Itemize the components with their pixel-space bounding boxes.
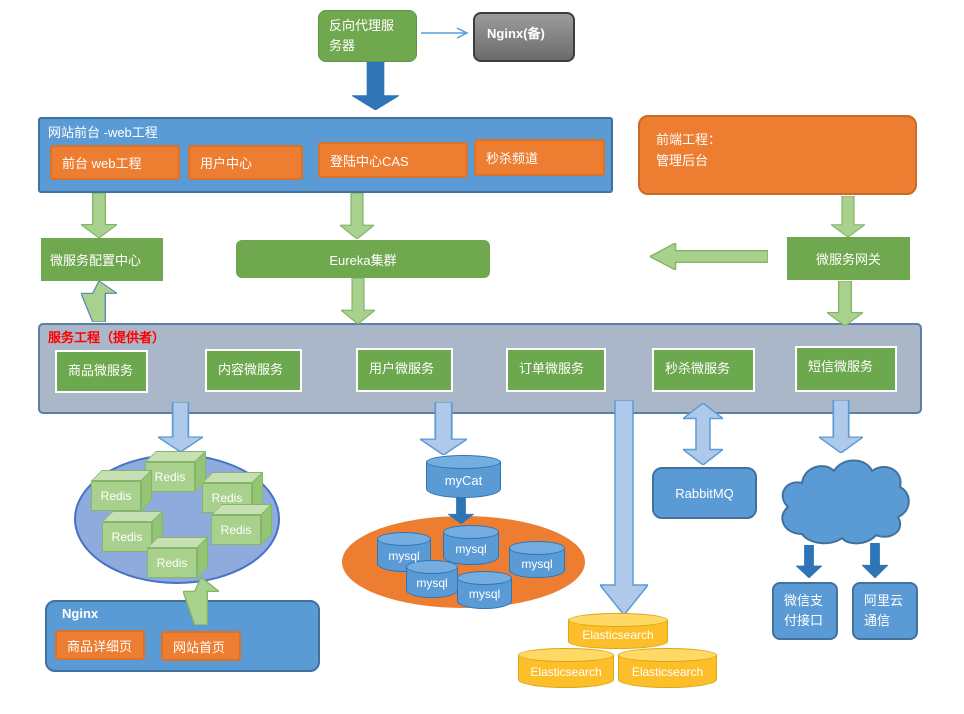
mycat-to-mysql-arrow bbox=[448, 497, 474, 524]
cylinder-cap bbox=[618, 648, 717, 662]
page-goods-detail: 商品详细页 bbox=[55, 630, 145, 660]
wechat-pay-box: 微信支付接口 bbox=[772, 582, 838, 640]
module-seckill-channel: 秒杀频道 bbox=[474, 139, 605, 176]
mycat-label: myCat bbox=[444, 473, 483, 489]
gateway-to-services-arrow bbox=[827, 281, 863, 326]
cylinder-cap bbox=[443, 525, 499, 539]
services-to-cloud-arrow bbox=[819, 400, 863, 453]
admin-frontend-box: 前端工程： 管理后台 bbox=[638, 115, 917, 195]
web-to-config-arrow bbox=[81, 193, 117, 238]
gateway-box: 微服务网关 bbox=[787, 237, 910, 280]
service-sms: 短信微服务 bbox=[795, 346, 897, 392]
redis-node-label: Redis bbox=[91, 481, 141, 511]
admin-frontend-line1: 前端工程： bbox=[656, 132, 722, 147]
web-frontend-title: 网站前台 -web工程 bbox=[48, 125, 158, 140]
gateway-to-eureka-arrow bbox=[650, 243, 768, 270]
redis-node-label: Redis bbox=[211, 515, 261, 545]
elasticsearch-label: Elasticsearch bbox=[530, 664, 602, 679]
mysql-cylinder: mysql bbox=[443, 525, 499, 565]
redis-node-label: Redis bbox=[147, 548, 197, 578]
web-to-eureka-arrow bbox=[340, 193, 374, 239]
redis-node-cube: Redis bbox=[144, 451, 206, 493]
mysql-cylinder: mysql bbox=[457, 571, 512, 609]
cylinder-cap bbox=[568, 613, 668, 627]
eureka-cluster-box: Eureka集群 bbox=[236, 240, 490, 278]
cylinder-cap bbox=[457, 571, 512, 585]
mysql-label: mysql bbox=[468, 586, 501, 601]
mycat-cylinder: myCat bbox=[426, 455, 501, 498]
service-goods: 商品微服务 bbox=[55, 350, 148, 393]
cloud-to-wechat-arrow bbox=[796, 545, 822, 578]
cylinder-cap bbox=[518, 648, 614, 662]
proxy-to-web-arrow bbox=[352, 62, 399, 110]
redis-node-label: Redis bbox=[102, 522, 152, 552]
service-user: 用户微服务 bbox=[356, 348, 453, 392]
mysql-cylinder: mysql bbox=[406, 560, 458, 598]
provider-services-panel bbox=[38, 323, 922, 414]
mysql-label: mysql bbox=[455, 541, 487, 556]
service-seckill: 秒杀微服务 bbox=[652, 348, 755, 392]
mysql-cylinder: mysql bbox=[377, 532, 431, 572]
services-to-config-arrow bbox=[81, 281, 117, 322]
redis-node-cube: Redis bbox=[90, 470, 152, 512]
reverse-proxy-box: 反向代理服务器 bbox=[318, 10, 417, 62]
admin-to-gateway-arrow bbox=[831, 196, 865, 237]
elasticsearch-label: Elasticsearch bbox=[631, 664, 704, 679]
nginx-static-title: Nginx bbox=[62, 606, 99, 621]
aliyun-sms-box: 阿里云通信 bbox=[852, 582, 918, 640]
services-to-elasticsearch-arrow bbox=[600, 400, 648, 615]
provider-services-title: 服务工程（提供者） bbox=[48, 330, 166, 345]
module-user-center: 用户中心 bbox=[188, 145, 303, 180]
eureka-cluster-label: Eureka集群 bbox=[329, 252, 397, 268]
redis-node-cube: Redis bbox=[101, 511, 163, 553]
mysql-cylinder: mysql bbox=[509, 541, 565, 578]
mysql-label: mysql bbox=[416, 575, 448, 590]
page-site-home: 网站首页 bbox=[161, 631, 241, 661]
eureka-to-services-arrow bbox=[341, 278, 375, 324]
rabbitmq-label: RabbitMQ bbox=[675, 485, 734, 501]
nginx-to-redis-arrow bbox=[183, 577, 219, 625]
gateway-label: 微服务网关 bbox=[815, 252, 881, 267]
config-center-label: 微服务配置中心 bbox=[50, 253, 142, 268]
elasticsearch-cylinder: Elasticsearch bbox=[568, 613, 668, 649]
cylinder-cap bbox=[509, 541, 565, 555]
cylinder-cap bbox=[426, 455, 501, 469]
config-center-box: 微服务配置中心 bbox=[41, 238, 163, 281]
mysql-label: mysql bbox=[388, 548, 420, 563]
elasticsearch-label: Elasticsearch bbox=[582, 628, 654, 643]
cylinder-cap bbox=[377, 532, 431, 546]
cloud-to-aliyun-arrow bbox=[862, 543, 888, 578]
elasticsearch-cylinder: Elasticsearch bbox=[618, 648, 717, 688]
rabbitmq-box: RabbitMQ bbox=[652, 467, 757, 519]
redis-node-cube: Redis bbox=[146, 537, 208, 579]
module-cas-login: 登陆中心CAS bbox=[318, 142, 468, 178]
cloud-icon bbox=[781, 459, 910, 545]
services-to-redis-arrow bbox=[158, 402, 203, 452]
elasticsearch-cylinder: Elasticsearch bbox=[518, 648, 614, 688]
redis-node-label: Redis bbox=[145, 462, 195, 492]
module-frontend-web: 前台 web工程 bbox=[50, 145, 180, 180]
admin-frontend-line2: 管理后台 bbox=[656, 152, 709, 168]
service-order: 订单微服务 bbox=[506, 348, 606, 392]
nginx-backup-box: Nginx(备) bbox=[473, 12, 575, 62]
services-rabbitmq-double-arrow bbox=[683, 403, 723, 465]
mysql-label: mysql bbox=[521, 556, 553, 571]
proxy-to-backup-arrow bbox=[421, 27, 469, 39]
cylinder-cap bbox=[406, 560, 458, 574]
redis-node-cube: Redis bbox=[210, 504, 272, 546]
services-to-mycat-arrow bbox=[420, 402, 467, 455]
service-content: 内容微服务 bbox=[205, 349, 302, 392]
